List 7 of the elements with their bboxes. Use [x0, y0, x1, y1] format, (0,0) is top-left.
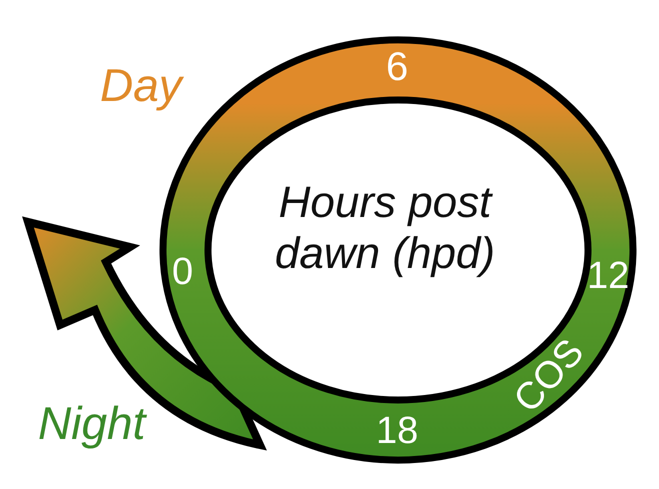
ring-label: 0 — [172, 253, 194, 291]
ring-label: 12 — [587, 257, 630, 295]
ring-label: 6 — [386, 47, 408, 87]
center-caption: Hours post dawn (hpd) — [274, 178, 496, 280]
night-label: Night — [38, 400, 146, 446]
ring-label: 18 — [376, 412, 418, 450]
day-label: Day — [100, 62, 182, 108]
